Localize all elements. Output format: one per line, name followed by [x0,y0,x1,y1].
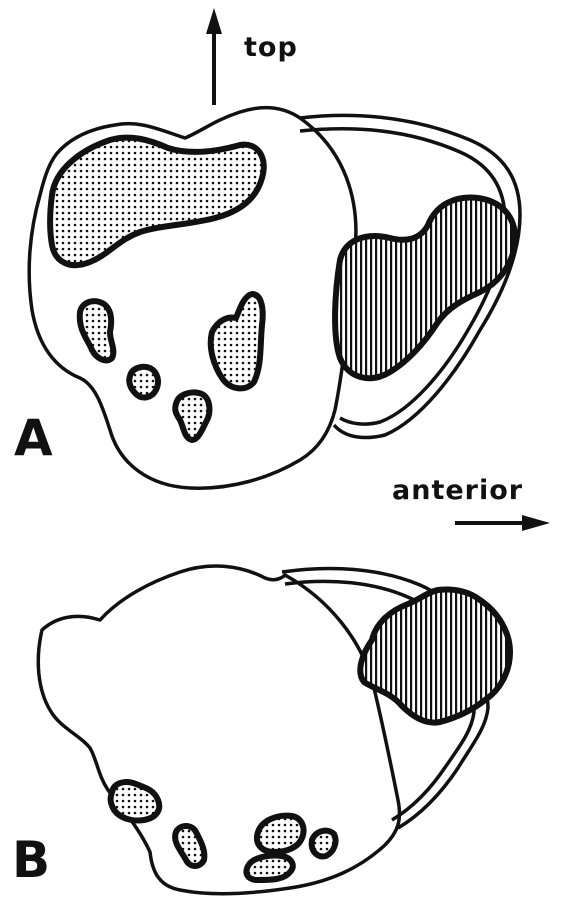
panel-a-hatched-large [335,197,515,378]
panel-a-dotted-blob-4 [175,392,209,440]
panel-b-dotted-blob-5 [246,855,292,880]
panel-a-dotted-blob-2 [211,294,263,388]
panel-a-dotted-blob-3 [129,367,158,398]
top-arrow [206,8,222,105]
panel-b-dotted-blob-2 [175,826,204,866]
anterior-arrow [455,515,550,531]
panel-b-dotted-blob-3 [257,816,304,852]
anterior-label: anterior [392,475,523,506]
panel-b-outline [38,566,399,894]
panel-a-dotted-large [50,138,264,266]
panel-b-dotted-blob-1 [111,782,160,820]
panel-a-section [29,108,520,488]
panel-b-dotted-blob-4 [312,831,336,857]
panel-a-dotted-blob-1 [80,301,114,360]
top-label: top [244,32,298,63]
panel-a-label: A [14,409,53,467]
panel-b-section [38,566,510,894]
panel-b-label: B [12,831,50,889]
